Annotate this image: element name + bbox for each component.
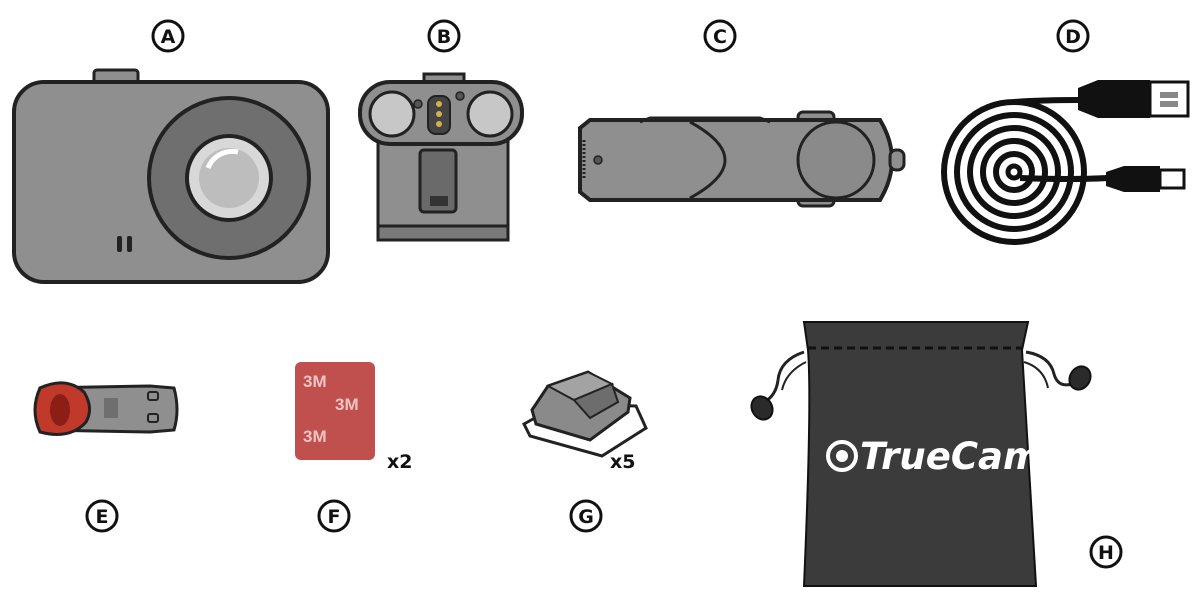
cable-clip-icon [522, 370, 648, 458]
item-g-cable-clips: x5 G [522, 370, 648, 533]
label-a-badge: A [151, 19, 185, 53]
pad-text-1: 3M [303, 372, 327, 391]
label-b: B [437, 26, 451, 48]
micro-usb-plug [1106, 166, 1186, 192]
label-g-badge: G [569, 499, 603, 533]
quantity-f: x2 [387, 451, 412, 473]
label-a: A [161, 26, 176, 48]
pad-text-3: 3M [303, 427, 327, 446]
label-h-badge: H [1089, 535, 1123, 569]
mount-icon [358, 72, 524, 242]
adhesive-pad-icon: 3M 3M 3M [295, 362, 375, 460]
item-a-dash-camera: A [12, 19, 330, 284]
pad-text-2: 3M [335, 395, 359, 414]
item-d-usb-cable: D [941, 19, 1190, 245]
quantity-g: x5 [610, 451, 635, 473]
item-b-magnetic-mount: B [358, 19, 524, 242]
dash-camera-icon [12, 68, 330, 284]
label-c: C [713, 26, 727, 48]
truecam-logo-icon [826, 440, 858, 472]
item-f-adhesive-pads: 3M 3M 3M x2 F [295, 362, 412, 533]
label-b-badge: B [427, 19, 461, 53]
label-d: D [1065, 26, 1081, 48]
label-d-badge: D [1056, 19, 1090, 53]
item-c-car-charger: C [578, 19, 906, 208]
label-e-badge: E [85, 499, 119, 533]
label-f-badge: F [317, 499, 351, 533]
car-charger-icon [578, 110, 906, 208]
label-c-badge: C [703, 19, 737, 53]
pouch-icon: TrueCam [750, 321, 1092, 587]
item-e-card-reader: E [33, 381, 179, 533]
cable-coil [941, 99, 1087, 245]
label-h: H [1098, 542, 1114, 564]
usb-a-plug [1078, 80, 1190, 118]
label-e: E [96, 506, 109, 528]
pouch-brand: TrueCam [860, 435, 1042, 478]
label-g: G [578, 506, 594, 528]
item-h-pouch: TrueCam H [750, 321, 1123, 587]
usb-cable-icon [941, 80, 1190, 245]
card-reader-icon [33, 381, 179, 436]
label-f: F [328, 506, 341, 528]
